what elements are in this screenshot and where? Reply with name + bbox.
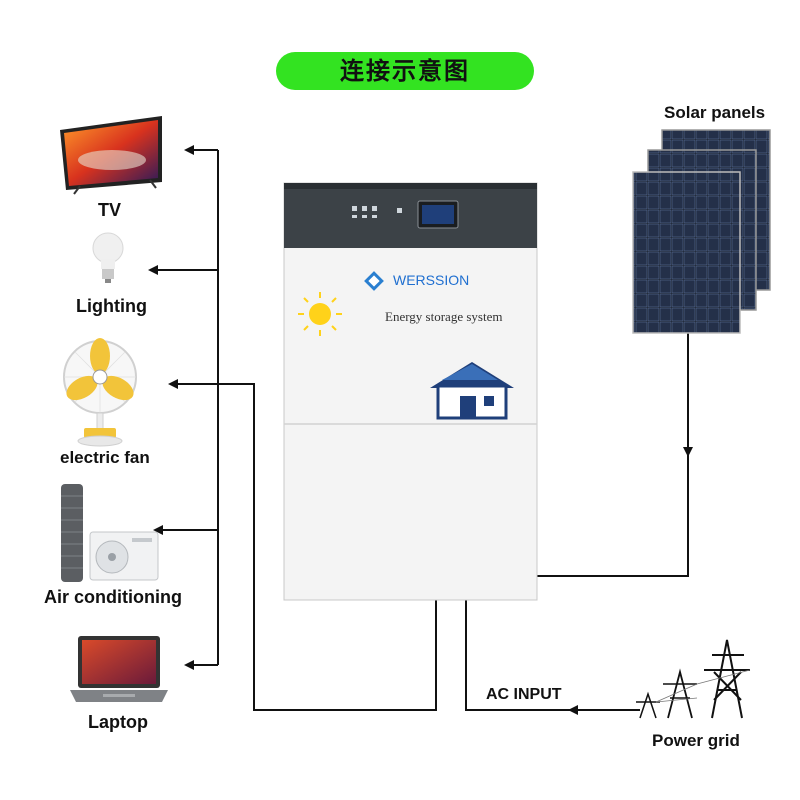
ac-label: Air conditioning [44,587,182,608]
lighting-label: Lighting [76,296,147,317]
air-conditioner-icon [61,484,158,582]
lcd-display [422,205,454,224]
ac-input-label: AC INPUT [486,686,562,704]
energy-storage-unit [284,183,537,600]
tv-icon [60,116,162,194]
solar-panels-icon [633,130,770,333]
tv-label: TV [98,200,121,221]
system-label: Energy storage system [385,309,502,325]
electric-fan-icon [62,338,137,446]
solar-label: Solar panels [664,103,765,123]
grid-label: Power grid [652,731,740,751]
light-bulb-icon [93,233,123,283]
brand-name: WERSSION [393,272,469,288]
fan-label: electric fan [60,448,150,468]
laptop-icon [70,636,168,702]
laptop-label: Laptop [88,712,148,733]
power-grid-icon [636,640,750,718]
